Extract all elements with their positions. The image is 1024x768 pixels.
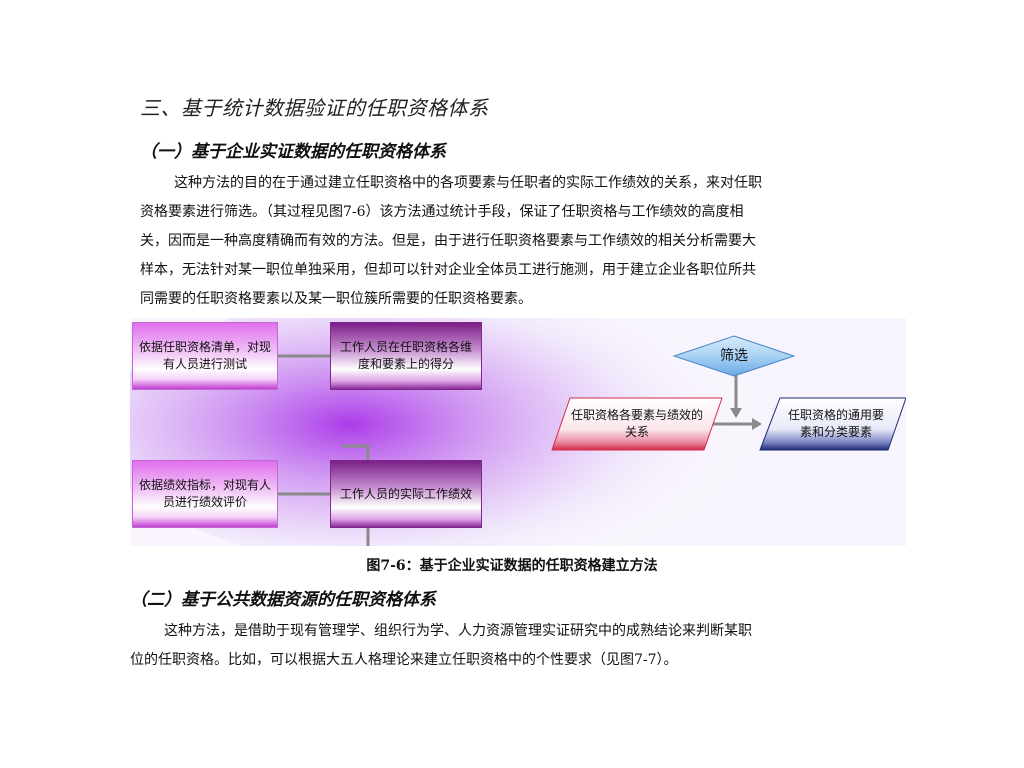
subsection-title-1: （一）基于企业实证数据的任职资格体系	[140, 142, 446, 162]
relation-label: 任职资格各要素与绩效的关系	[570, 408, 703, 439]
paragraph-2: 这种方法，是借助于现有管理学、组织行为学、人力资源管理实证研究中的成熟结论来判断…	[130, 617, 900, 675]
paragraph-1-line: 资格要素进行筛选。（其过程见图7-6）该方法通过统计手段，保证了任职资格与工作绩…	[140, 204, 744, 220]
box-actual-performance: 工作人员的实际工作绩效	[330, 460, 482, 528]
process-diagram: 依据任职资格清单，对现有人员进行测试 工作人员在任职资格各维度和要素上的得分 依…	[130, 318, 906, 546]
paragraph-2-line: 这种方法，是借助于现有管理学、组织行为学、人力资源管理实证研究中的成熟结论来判断…	[164, 623, 752, 639]
filter-label: 筛选	[720, 347, 748, 364]
box-actual-performance-label: 工作人员的实际工作绩效	[339, 486, 472, 501]
diagram-background	[130, 318, 906, 546]
relation-shape	[551, 397, 723, 451]
paragraph-1-line: 这种方法的目的在于通过建立任职资格中的各项要素与任职者的实际工作绩效的关系，来对…	[174, 175, 762, 191]
paragraph-2-line: 位的任职资格。比如，可以根据大五人格理论来建立任职资格中的个性要求（见图7-7）…	[130, 652, 678, 668]
box-test-staff: 依据任职资格清单，对现有人员进行测试	[132, 322, 278, 390]
subsection-title-2: （二）基于公共数据资源的任职资格体系	[130, 590, 436, 610]
paragraph-1-line: 关，因而是一种高度精确而有效的方法。但是，由于进行任职资格要素与工作绩效的相关分…	[140, 233, 756, 249]
paragraph-1: 这种方法的目的在于通过建立任职资格中的各项要素与任职者的实际工作绩效的关系，来对…	[140, 169, 900, 314]
section-title: 三、基于统计数据验证的任职资格体系	[140, 96, 489, 120]
result-label: 任职资格的通用要素和分类要素	[787, 408, 884, 439]
box-score-label: 工作人员在任职资格各维度和要素上的得分	[339, 340, 472, 371]
box-score: 工作人员在任职资格各维度和要素上的得分	[330, 322, 482, 390]
paragraph-1-line: 样本，无法针对某一职位单独采用，但却可以针对企业全体员工进行施测，用于建立企业各…	[140, 262, 756, 278]
box-evaluate-performance-label: 依据绩效指标，对现有人员进行绩效评价	[139, 478, 272, 509]
box-evaluate-performance: 依据绩效指标，对现有人员进行绩效评价	[132, 460, 278, 528]
figure-caption: 图7-6：基于企业实证数据的任职资格建立方法	[366, 558, 658, 574]
paragraph-1-line: 同需要的任职资格要素以及某一职位簇所需要的任职资格要素。	[140, 291, 532, 307]
arrow-head	[730, 408, 742, 418]
result-shape	[759, 397, 906, 451]
box-test-staff-label: 依据任职资格清单，对现有人员进行测试	[139, 340, 272, 371]
arrow-head	[752, 418, 762, 430]
filter-diamond	[672, 335, 796, 377]
